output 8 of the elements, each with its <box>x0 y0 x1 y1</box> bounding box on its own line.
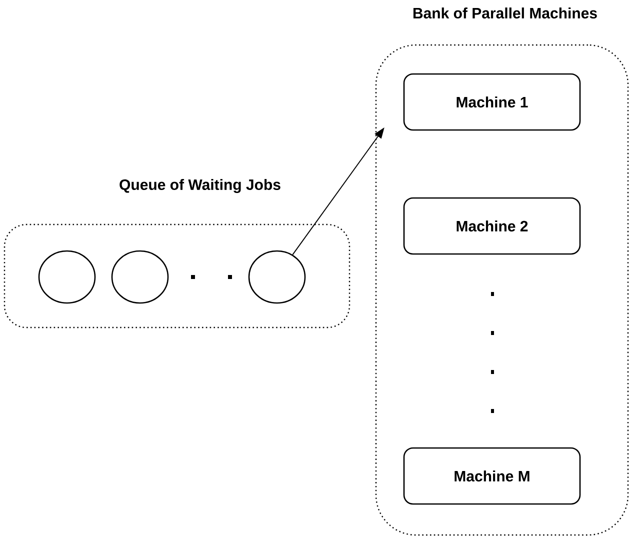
job-ellipse <box>111 250 169 304</box>
machine-box: Machine M <box>403 447 581 505</box>
job-ellipse <box>248 250 306 304</box>
machine-box: Machine 2 <box>403 197 581 255</box>
group-heading: Bank of Parallel Machines <box>413 8 597 18</box>
job-ellipse <box>38 250 96 304</box>
machine-box: Machine 1 <box>403 73 581 131</box>
group-heading: Queue of Waiting Jobs <box>120 178 280 194</box>
